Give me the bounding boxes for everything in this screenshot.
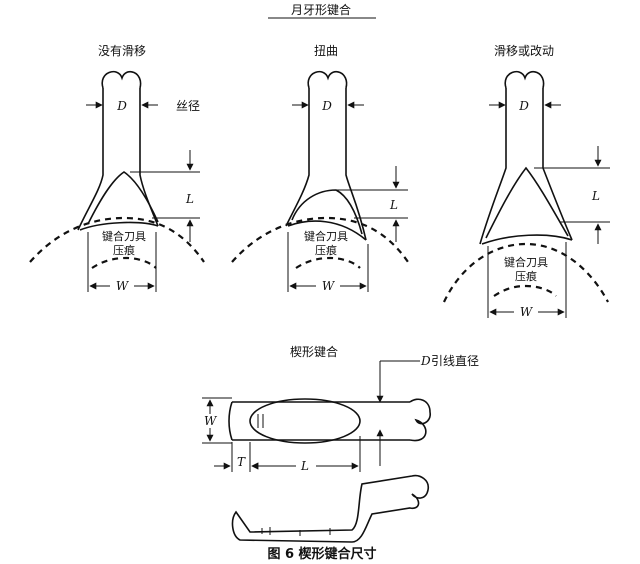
tool-label-1: 键合刀具 — [304, 229, 348, 243]
tool-marks — [257, 414, 264, 428]
tool-arc-inner — [295, 256, 361, 269]
l-label: L — [300, 459, 309, 473]
d-label: D — [116, 99, 127, 113]
header-title: 月牙形键合 — [291, 2, 351, 17]
wire-right-edge — [139, 88, 159, 227]
tool-label-2: 压痕 — [315, 243, 337, 257]
bond-foot — [287, 220, 367, 241]
panel-slip-or-change: 滑移或改动 D L 键合刀具 压痕 W — [443, 44, 610, 319]
wire-left-edge — [285, 88, 310, 227]
lead-diameter-label: 引线直径 — [431, 354, 479, 368]
wire-left-end — [228, 401, 233, 441]
tool-arc-outer — [443, 242, 609, 303]
d-label: D — [321, 99, 332, 113]
panel-title: 没有滑移 — [98, 43, 146, 58]
tool-arc-outer — [231, 216, 409, 263]
crescent-imprint — [485, 166, 569, 239]
panel-title: 扭曲 — [314, 44, 338, 58]
panel-twist: 扭曲 D L 键合刀具 压痕 W — [231, 44, 409, 293]
crescent-imprint — [291, 189, 363, 235]
tool-label-2: 压痕 — [113, 243, 135, 257]
w-label: W — [322, 279, 336, 293]
profile-marks — [261, 527, 331, 536]
l-label: L — [389, 198, 398, 212]
w-label: W — [204, 414, 218, 428]
crescent-imprint — [87, 171, 159, 225]
wire-left-edge — [479, 88, 507, 245]
w-label: W — [520, 305, 534, 319]
bond-foot — [481, 234, 573, 245]
tool-label-2: 压痕 — [515, 269, 537, 283]
wedge-title: 楔形键合 — [290, 344, 338, 359]
l-label: L — [591, 189, 600, 203]
panel-title: 滑移或改动 — [494, 44, 554, 58]
tool-arc-outer — [29, 216, 205, 263]
tool-label-1: 键合刀具 — [504, 255, 548, 269]
w-label: W — [116, 279, 130, 293]
wedge-bond: 楔形键合 D 引线直径 W T L — [202, 344, 479, 543]
panel-no-slip: 没有滑移 D 丝径 L 键合刀具 压痕 W — [29, 43, 205, 293]
tool-label-1: 键合刀具 — [102, 229, 146, 243]
wire-top — [504, 70, 545, 89]
wedge-imprint-ellipse — [249, 398, 361, 444]
wire-left-edge — [77, 88, 104, 231]
wire-right-edge — [345, 88, 367, 241]
wire-top — [307, 70, 348, 89]
l-label: L — [185, 192, 194, 206]
d-label: D — [518, 99, 529, 113]
wire-right-break — [409, 398, 431, 442]
tool-arc-inner — [493, 284, 557, 297]
tool-arc-inner — [91, 256, 157, 269]
wire-top — [101, 70, 142, 89]
figure-caption: 图 6 楔形键合尺寸 — [267, 546, 376, 562]
wire-diameter-label: 丝径 — [176, 99, 200, 113]
bond-foot — [79, 221, 159, 231]
wedge-side-profile — [231, 474, 430, 543]
t-label: T — [237, 455, 246, 469]
lead-d-label: D — [420, 354, 431, 368]
